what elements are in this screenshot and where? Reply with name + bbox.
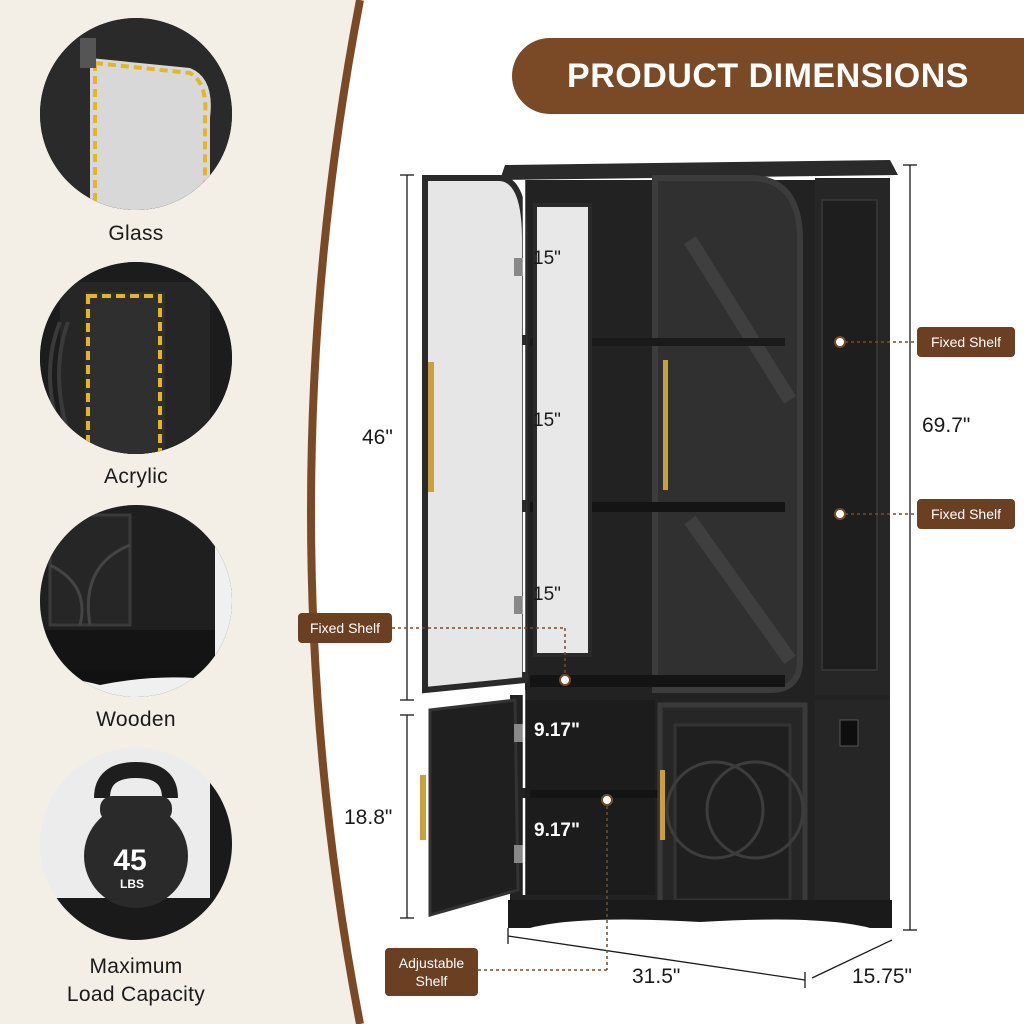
width-label: 31.5" xyxy=(632,965,681,988)
shelf-gap-2-label: 15" xyxy=(533,410,561,431)
wooden-feature-image xyxy=(40,505,232,697)
total-height-label: 69.7" xyxy=(922,414,971,437)
acrylic-feature-label: Acrylic xyxy=(104,465,168,488)
shelf-gap-5-label: 9.17" xyxy=(534,820,580,841)
load-capacity-label-line1: Maximum xyxy=(89,955,183,978)
adjustable-shelf-tag-line2: Shelf xyxy=(415,973,448,989)
glass-feature-image xyxy=(40,18,232,210)
load-capacity-image: 45 LBS xyxy=(40,748,232,940)
cabinet-illustration xyxy=(420,160,898,928)
glass-feature-label: Glass xyxy=(108,222,164,245)
acrylic-feature-image xyxy=(40,262,232,454)
adjustable-shelf-tag-line1: Adjustable xyxy=(398,955,465,971)
shelf-gap-3-label: 15" xyxy=(533,584,561,605)
load-capacity-label-line2: Load Capacity xyxy=(66,983,206,1006)
shelf-gap-1-label: 15" xyxy=(533,248,561,269)
glass-panel-icon xyxy=(40,18,232,210)
depth-label: 15.75" xyxy=(852,965,913,988)
shelf-gap-4-label: 9.17" xyxy=(534,720,580,741)
kettlebell-icon: 45 LBS xyxy=(40,748,232,940)
page-title: PRODUCT DIMENSIONS xyxy=(512,38,1024,114)
fixed-shelf-tag-top: Fixed Shelf xyxy=(917,327,1015,357)
fixed-shelf-tag-left: Fixed Shelf xyxy=(298,613,392,643)
acrylic-panel-icon xyxy=(40,262,232,454)
wooden-feature-label: Wooden xyxy=(96,708,176,731)
fixed-shelf-tag-middle: Fixed Shelf xyxy=(917,499,1015,529)
lower-height-label: 18.8" xyxy=(344,806,393,829)
wooden-panel-icon xyxy=(40,505,232,697)
adjustable-shelf-tag: Adjustable Shelf xyxy=(385,948,478,996)
upper-height-label: 46" xyxy=(362,426,393,449)
feature-column: Glass Acrylic W xyxy=(0,0,360,1024)
load-value: 45 xyxy=(113,844,146,877)
load-unit: LBS xyxy=(120,877,144,891)
